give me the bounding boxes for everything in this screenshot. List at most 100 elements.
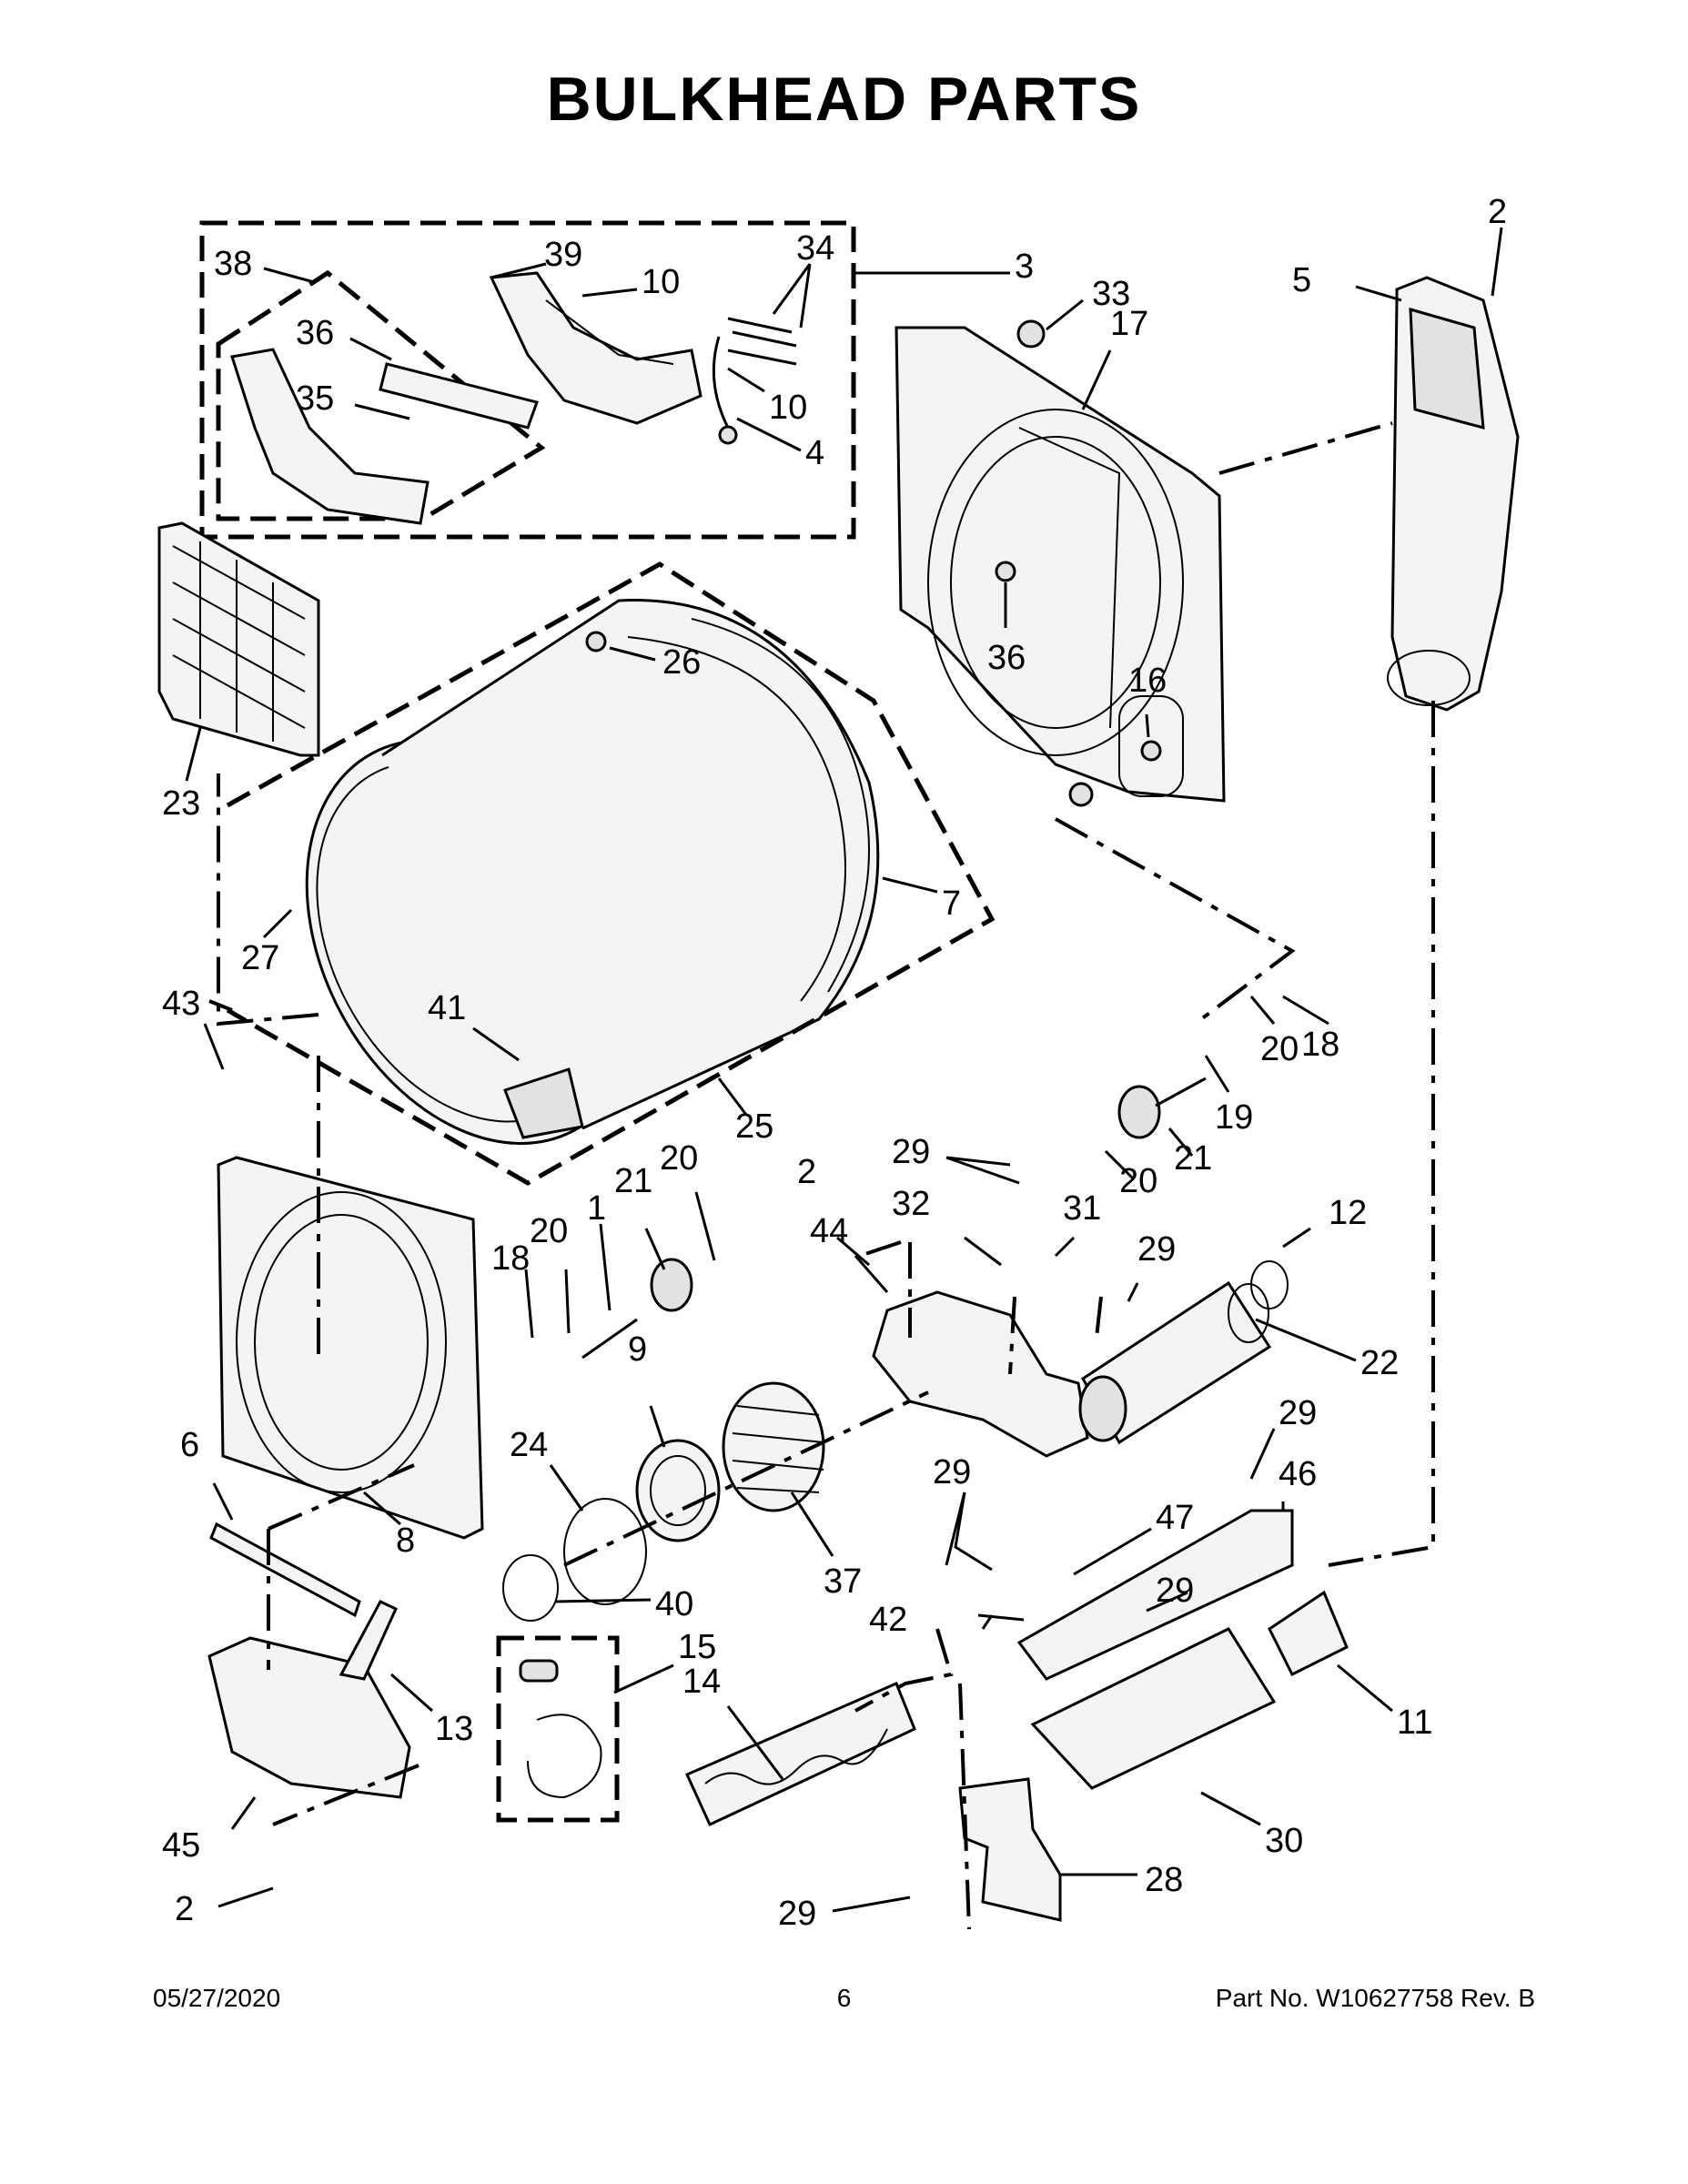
callout-13: 13 — [435, 1710, 473, 1748]
part-37-blower-wheel — [722, 1381, 825, 1512]
callout-20: 20 — [660, 1139, 698, 1178]
callout-27: 27 — [241, 939, 279, 977]
part-23-lint-screen — [157, 521, 320, 757]
footer-part-number: Part No. W10627758 Rev. B — [1215, 1984, 1535, 2012]
part-15-wire — [527, 1714, 602, 1799]
callout-30: 30 — [1265, 1822, 1303, 1860]
part-44-blower-housing — [872, 1290, 1089, 1458]
part-6-bar — [209, 1522, 361, 1618]
callout-29: 29 — [1156, 1572, 1194, 1610]
part-16-sensor — [1118, 695, 1184, 797]
callout-34: 34 — [796, 229, 834, 268]
callout-29: 29 — [778, 1895, 816, 1933]
part-14-heater-element — [685, 1682, 916, 1826]
callout-24: 24 — [510, 1426, 548, 1464]
callout-21: 21 — [614, 1162, 652, 1200]
callout-29: 29 — [1137, 1230, 1176, 1269]
part-46-heater-shield — [1016, 1509, 1294, 1681]
callout-23: 23 — [162, 784, 200, 823]
callout-43: 43 — [162, 985, 200, 1023]
callout-36: 36 — [987, 639, 1026, 677]
part-13-clip — [339, 1600, 398, 1681]
callout-40: 40 — [655, 1585, 693, 1623]
callout-32: 32 — [892, 1185, 930, 1223]
callout-18: 18 — [1301, 1026, 1339, 1064]
callout-11: 11 — [1397, 1704, 1432, 1742]
part-28-bracket — [958, 1777, 1062, 1922]
callout-3: 3 — [1015, 248, 1034, 286]
callout-47: 47 — [1156, 1499, 1194, 1537]
callout-45: 45 — [162, 1826, 200, 1865]
callout-8: 8 — [396, 1522, 415, 1560]
callout-39: 39 — [544, 236, 582, 274]
part-40-ring — [502, 1554, 559, 1622]
callout-44: 44 — [810, 1212, 848, 1250]
part-45-front-duct — [207, 1636, 411, 1799]
part-38-bracket — [230, 348, 430, 525]
part-22-duct — [1078, 1280, 1272, 1445]
callout-1: 1 — [587, 1189, 606, 1228]
part-41-baffle — [503, 1067, 584, 1139]
part-33-grommet — [1016, 319, 1046, 349]
callout-21: 21 — [1174, 1139, 1212, 1178]
kit-15-dashed-box — [496, 1635, 620, 1823]
callout-20: 20 — [530, 1212, 568, 1250]
callout-25: 25 — [735, 1107, 773, 1146]
callout-16: 16 — [1128, 662, 1167, 700]
callout-19: 19 — [1215, 1098, 1253, 1137]
part-34-strip — [727, 317, 793, 334]
part-12-clamp — [1250, 1260, 1289, 1309]
callout-41: 41 — [428, 989, 466, 1027]
part-11-cover — [1268, 1590, 1349, 1677]
callout-46: 46 — [1279, 1455, 1317, 1493]
callout-29: 29 — [933, 1453, 971, 1491]
part-39-handle — [489, 271, 702, 425]
footer-date: 05/27/2020 — [153, 1984, 281, 2012]
callout-17: 17 — [1110, 305, 1148, 343]
part-17-rear-bulkhead — [895, 326, 1226, 803]
callout-42: 42 — [869, 1601, 907, 1639]
callout-4: 4 — [805, 434, 824, 472]
part-21-wheel — [650, 1258, 693, 1312]
callout-29: 29 — [1279, 1394, 1317, 1432]
callout-2: 2 — [1488, 193, 1507, 231]
callout-22: 22 — [1360, 1344, 1399, 1382]
callout-29: 29 — [892, 1133, 930, 1171]
callout-15: 15 — [678, 1628, 716, 1666]
callout-2: 2 — [175, 1890, 194, 1928]
part-4-sensor — [712, 336, 730, 429]
callout-5: 5 — [1292, 261, 1311, 299]
callout-14: 14 — [682, 1663, 721, 1701]
callout-7: 7 — [942, 885, 961, 923]
callout-6: 6 — [180, 1426, 199, 1464]
callout-35: 35 — [296, 379, 334, 418]
callout-12: 12 — [1329, 1194, 1367, 1232]
part-30-heater-duct — [1030, 1627, 1277, 1790]
part-7-drum — [305, 599, 880, 1145]
callout-38: 38 — [214, 245, 252, 283]
callout-31: 31 — [1063, 1189, 1101, 1228]
drum-dashed-outline — [226, 561, 996, 1186]
footer-page-number: 6 — [836, 1984, 852, 2012]
callout-28: 28 — [1145, 1861, 1183, 1899]
callout-20: 20 — [1260, 1030, 1299, 1068]
callout-10: 10 — [769, 389, 807, 427]
part-36-board — [379, 362, 539, 430]
part-1-shaft — [581, 1318, 638, 1360]
callout-36: 36 — [296, 314, 334, 352]
callout-26: 26 — [662, 643, 701, 682]
callout-37: 37 — [824, 1562, 862, 1601]
callout-9: 9 — [628, 1330, 647, 1369]
leader-lines — [185, 227, 1503, 1913]
callout-20: 20 — [1119, 1162, 1157, 1200]
callout-18: 18 — [491, 1239, 530, 1278]
part-24-ring — [563, 1498, 647, 1605]
kit-dashed-box — [199, 220, 856, 540]
callout-2: 2 — [797, 1153, 816, 1191]
part-43-front-bulkhead — [217, 1156, 484, 1540]
callout-33: 33 — [1092, 275, 1130, 313]
page-title: BULKHEAD PARTS — [546, 65, 1142, 134]
part-9-seal — [635, 1439, 721, 1542]
callout-10: 10 — [642, 263, 680, 301]
